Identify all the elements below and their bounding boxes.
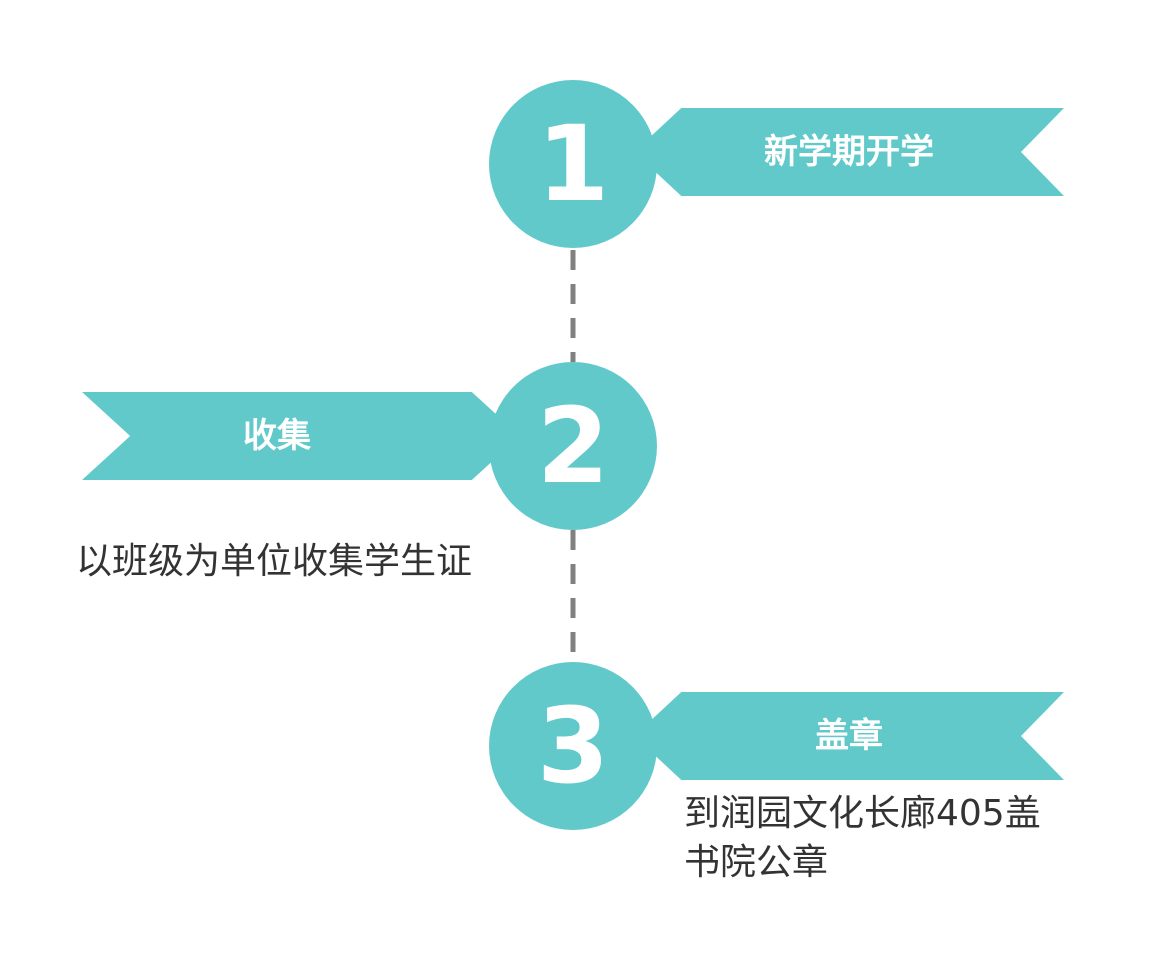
step-2-label-ribbon: 收集 — [82, 392, 520, 480]
step-2-circle: 2 — [489, 362, 657, 530]
step-1-label: 新学期开学 — [764, 132, 934, 172]
step-3-label: 盖章 — [815, 716, 883, 756]
step-3-number: 3 — [536, 685, 610, 807]
step-3-circle: 3 — [489, 662, 657, 830]
step-1-number: 1 — [536, 103, 610, 225]
step-3-label-ribbon: 盖章 — [634, 692, 1064, 780]
step-1-circle: 1 — [489, 80, 657, 248]
step-2-description: 以班级为单位收集学生证 — [76, 541, 473, 582]
step-2-label: 收集 — [243, 416, 311, 456]
step-2-number: 2 — [536, 385, 610, 507]
step-1-label-ribbon: 新学期开学 — [634, 108, 1064, 196]
step-3-description: 到润园文化长廊405盖书院公章 — [684, 793, 1041, 883]
